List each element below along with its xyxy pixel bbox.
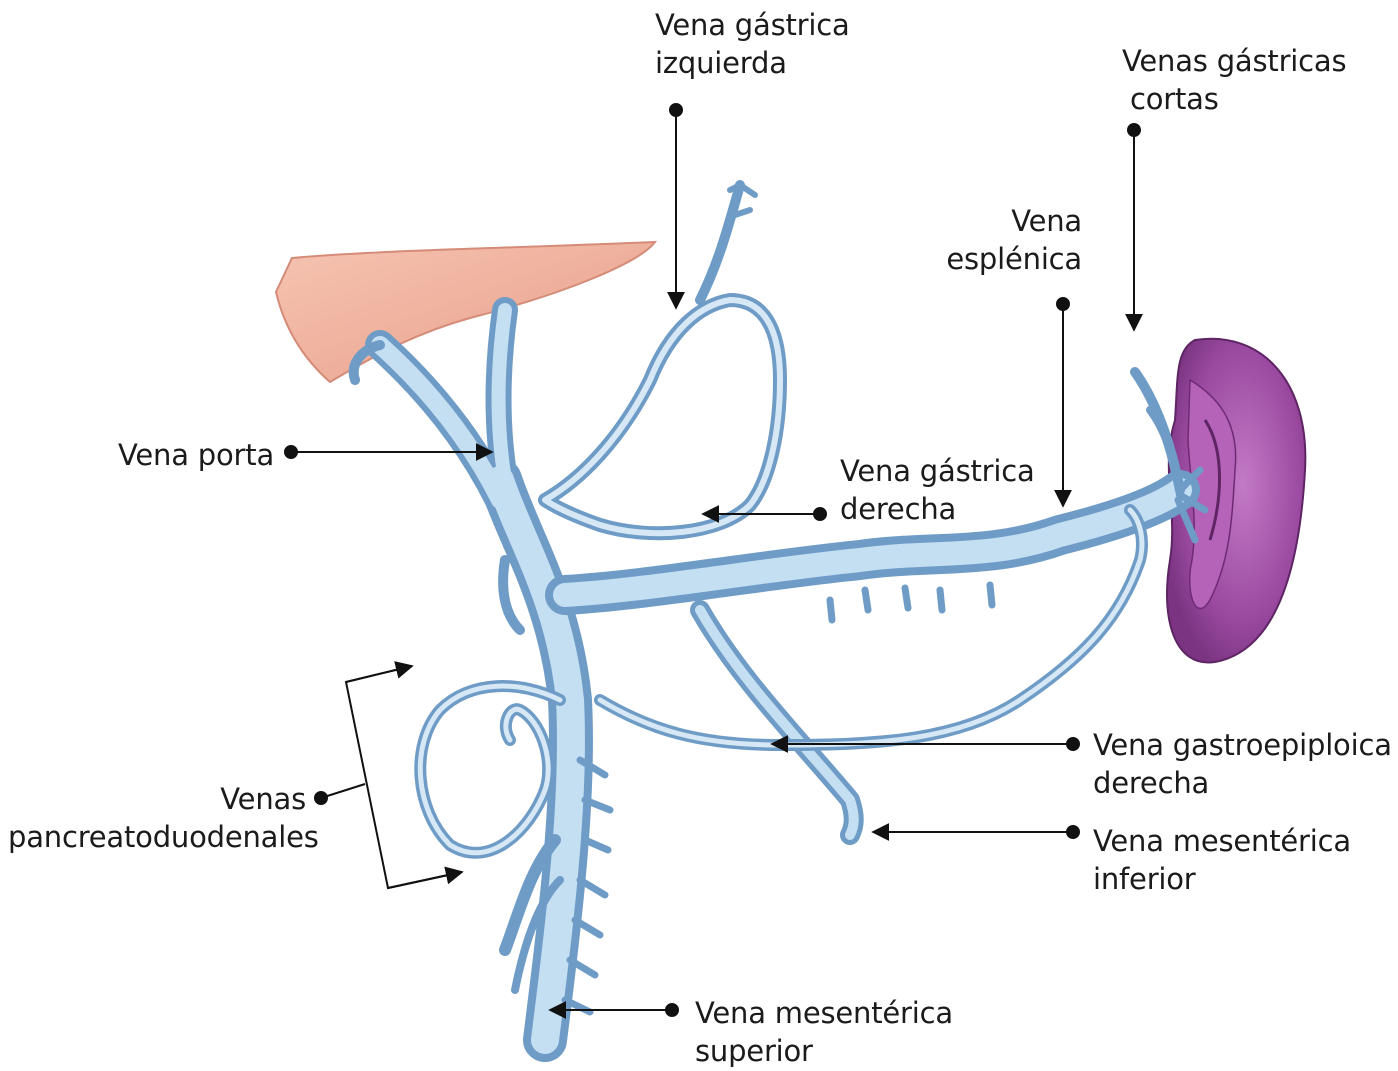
label-inferior-mesenteric-vein: Vena mesentérica inferior xyxy=(1093,822,1351,898)
label-right-gastric-vein: Vena gástrica derecha xyxy=(840,452,1035,528)
label-splenic-vein: Vena esplénica xyxy=(940,202,1082,278)
label-portal-vein: Vena porta xyxy=(118,436,274,474)
liver-fragment xyxy=(276,242,655,382)
label-left-gastric-vein: Vena gástrica izquierda xyxy=(655,6,850,82)
label-superior-mesenteric-vein: Vena mesentérica superior xyxy=(695,994,953,1070)
label-pancreaticoduodenal-veins: Venas pancreatoduodenales xyxy=(8,780,306,856)
label-right-gastroepiploic-vein: Vena gastroepiploica derecha xyxy=(1093,726,1392,802)
label-short-gastric-veins: Venas gástricas cortas xyxy=(1122,42,1346,118)
